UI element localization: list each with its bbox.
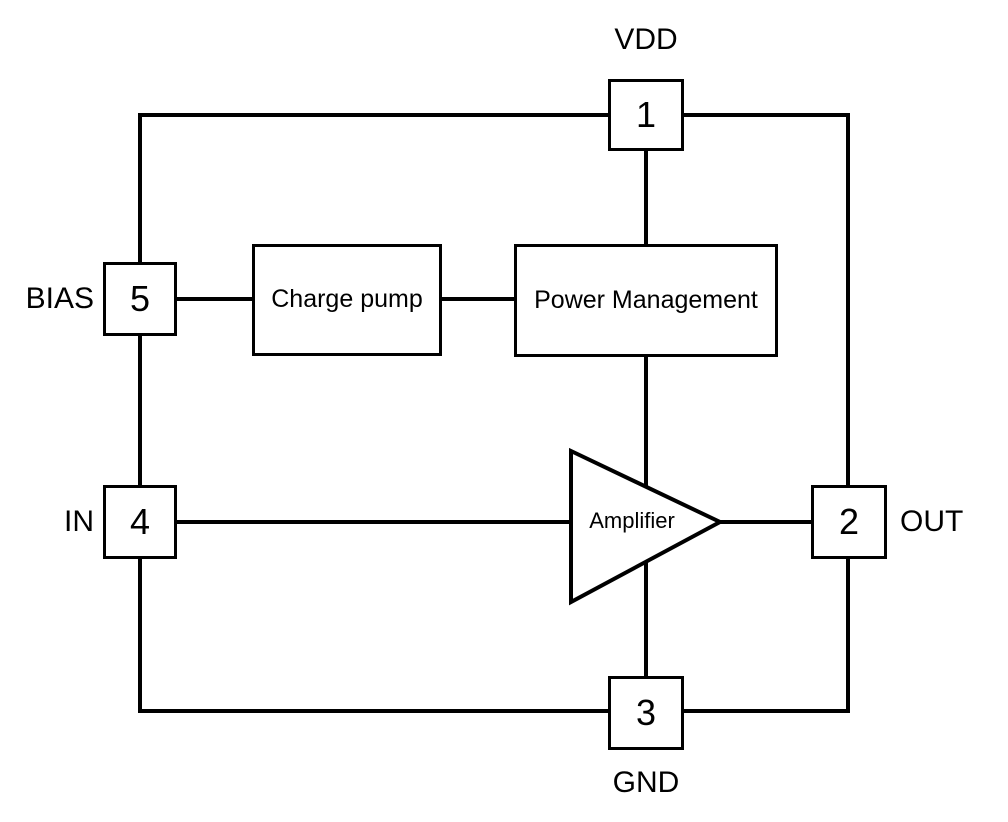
pin-2-out-box: 2 (811, 485, 887, 559)
pin-4-number: 4 (129, 501, 151, 542)
chip-outline (138, 113, 850, 713)
pin-5-bias-box: 5 (103, 262, 177, 336)
pin-3-number: 3 (635, 692, 657, 733)
pin-2-number: 2 (838, 501, 860, 542)
pin-label-gnd: GND (612, 766, 680, 799)
pin-5-number: 5 (129, 278, 151, 319)
pin-label-bias: BIAS (25, 282, 94, 315)
pin-1-vdd-box: 1 (608, 79, 684, 151)
charge-pump-block: Charge pump (252, 244, 442, 356)
power-management-label: Power Management (534, 285, 758, 314)
pin-3-gnd-box: 3 (608, 676, 684, 750)
pin-label-vdd: VDD (614, 23, 678, 56)
pin-label-in: IN (64, 505, 94, 538)
pin-1-number: 1 (635, 94, 657, 135)
pin-4-in-box: 4 (103, 485, 177, 559)
pin-label-out: OUT (900, 505, 964, 538)
amplifier-triangle (569, 447, 725, 606)
charge-pump-label: Charge pump (271, 285, 423, 314)
amplifier-label: Amplifier (589, 508, 675, 533)
power-management-block: Power Management (514, 244, 778, 357)
